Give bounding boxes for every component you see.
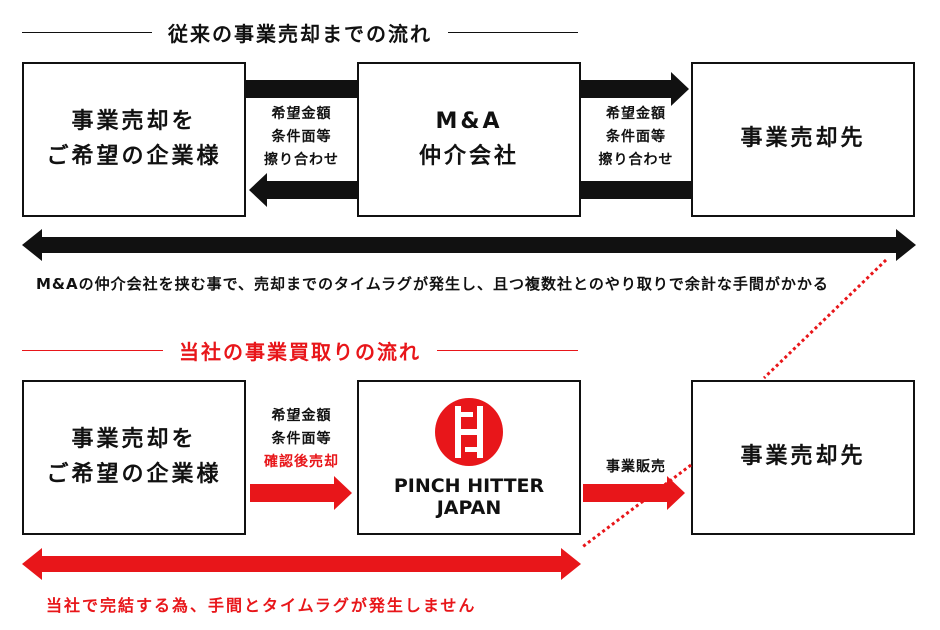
seller-line-2: ご希望の企業様	[46, 461, 222, 487]
ours-company-box: PINCH HITTER JAPAN	[357, 380, 581, 535]
label-line: 希望金額	[271, 106, 332, 122]
ours-right-arrow-icon	[583, 476, 685, 510]
ours-buyer-box: 事業売却先	[691, 380, 915, 535]
seller-line-1: 事業売却を	[71, 427, 197, 453]
pinch-hitter-emblem-icon	[434, 397, 503, 466]
traditional-broker-box: M&A 仲介会社	[357, 62, 581, 217]
seller-line-1: 事業売却を	[71, 109, 197, 135]
traditional-left-label: 希望金額 条件面等 擦り合わせ	[246, 103, 357, 172]
traditional-seller-box: 事業売却を ご希望の企業様	[22, 62, 246, 217]
seller-line-2: ご希望の企業様	[46, 143, 222, 169]
label-line-red: 確認後売却	[264, 454, 339, 471]
traditional-right-bottom-bar	[581, 181, 691, 199]
logo-text-line-2: JAPAN	[436, 496, 502, 519]
buyer-text: 事業売却先	[740, 444, 866, 470]
logo-text-line-1: PINCH HITTER	[393, 474, 545, 497]
ours-timeline-double-arrow-icon	[22, 548, 581, 580]
broker-line-2: 仲介会社	[418, 143, 519, 169]
label-line: 条件面等	[606, 129, 666, 146]
ours-caption: 当社で完結する為、手間とタイムラグが発生しません	[46, 596, 477, 615]
ours-left-arrow-icon	[250, 476, 352, 510]
label-line: 希望金額	[271, 408, 332, 424]
pinch-hitter-logo: PINCH HITTER JAPAN	[394, 396, 544, 520]
traditional-section-title: 従来の事業売却までの流れ	[0, 17, 600, 47]
title-rule-left	[22, 349, 163, 351]
buyer-text: 事業売却先	[740, 126, 866, 152]
label-line: 条件面等	[271, 431, 332, 448]
label-line: 希望金額	[606, 106, 666, 122]
ours-seller-box: 事業売却を ご希望の企業様	[22, 380, 246, 535]
traditional-right-label: 希望金額 条件面等 擦り合わせ	[581, 103, 691, 172]
traditional-left-top-bar	[246, 80, 357, 98]
traditional-title-text: 従来の事業売却までの流れ	[168, 21, 432, 46]
title-rule-right	[437, 349, 578, 351]
traditional-buyer-box: 事業売却先	[691, 62, 915, 217]
ours-right-label: 事業販売	[606, 459, 666, 475]
traditional-caption: M&Aの仲介会社を挟む事で、売却までのタイムラグが発生し、且つ複数社とのやり取り…	[36, 275, 829, 293]
ours-title-text: 当社の事業買取りの流れ	[179, 339, 421, 364]
label-line: 擦り合わせ	[264, 152, 339, 169]
label-line: 擦り合わせ	[598, 152, 674, 169]
traditional-timeline-double-arrow-icon	[22, 229, 916, 261]
traditional-right-arrow-icon	[581, 72, 689, 106]
title-rule-right	[448, 31, 578, 33]
ours-left-label: 希望金額 条件面等 確認後売却	[246, 405, 357, 474]
label-line: 条件面等	[271, 129, 332, 146]
title-rule-left	[22, 31, 152, 33]
ours-section-title: 当社の事業買取りの流れ	[0, 335, 600, 365]
broker-line-1: M&A	[435, 109, 503, 135]
traditional-left-arrow-icon	[249, 173, 357, 207]
